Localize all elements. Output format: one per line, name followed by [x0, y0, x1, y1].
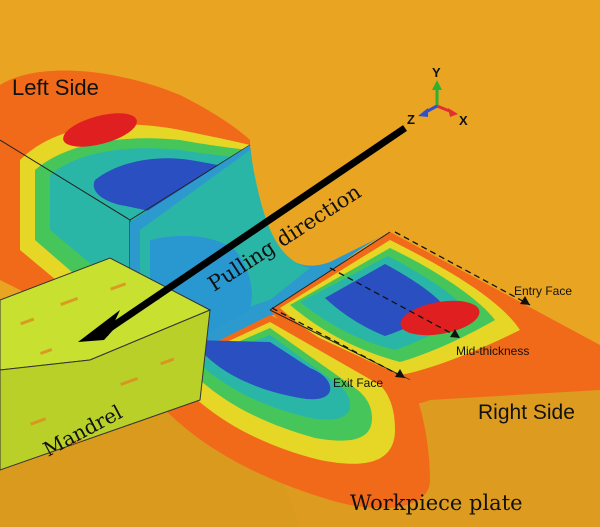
axis-x-head — [448, 108, 458, 117]
left-side-label: Left Side — [12, 75, 99, 100]
face-guide-arrowheads — [395, 296, 530, 378]
axis-z-head — [418, 108, 428, 117]
axis-z-label: Z — [407, 112, 415, 127]
mandrel — [0, 257, 212, 471]
axis-y-head — [432, 80, 442, 90]
entry-face-line — [394, 231, 531, 306]
right-side-label: Right Side — [478, 401, 575, 424]
face-guides — [271, 231, 531, 379]
axis-y-label: Y — [432, 65, 441, 80]
exit-face-label: Exit Face — [333, 376, 383, 390]
axis-x-label: X — [459, 113, 468, 128]
axis-triad — [418, 80, 458, 117]
pulling-direction-arrow — [78, 125, 407, 342]
entry-face-label: Entry Face — [514, 284, 572, 298]
mid-thickness-label: Mid-thickness — [456, 344, 529, 358]
right-block-edges — [269, 231, 411, 381]
exit-face-line — [271, 307, 406, 379]
workpiece-plate-label: Workpiece plate — [350, 491, 523, 515]
mid-thickness-line — [329, 267, 461, 339]
